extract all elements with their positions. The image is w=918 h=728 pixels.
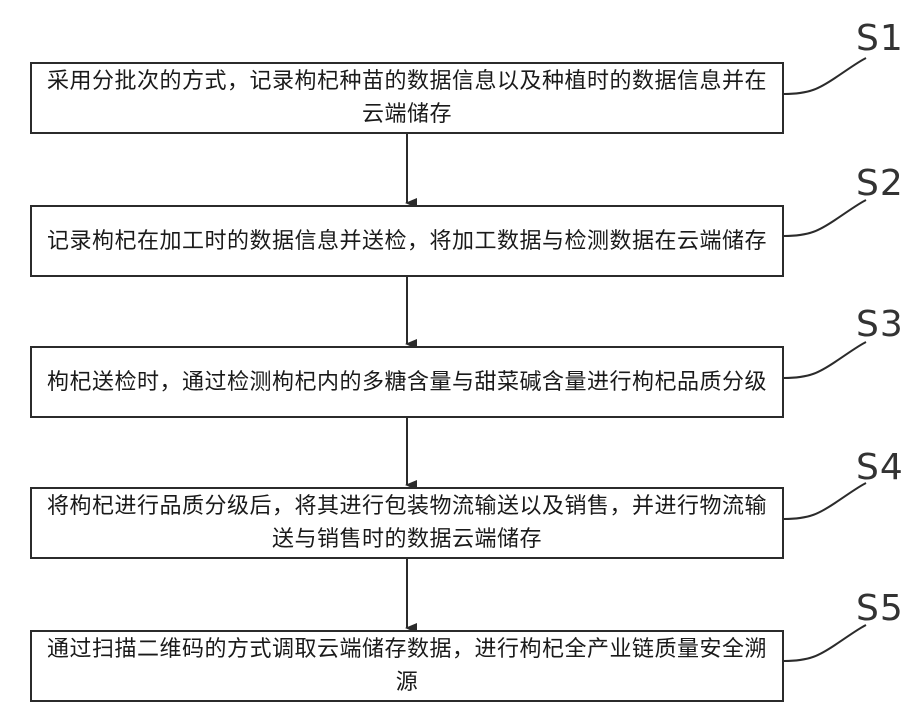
step-box-s4: 将枸杞进行品质分级后，将其进行包装物流输送以及销售，并进行物流输送与销售时的数据…	[30, 487, 784, 559]
step-label-s2: S2	[856, 163, 904, 204]
step-box-s2: 记录枸杞在加工时的数据信息并送检，将加工数据与检测数据在云端储存	[30, 205, 784, 277]
step-text-s3: 枸杞送检时，通过检测枸杞内的多糖含量与甜菜碱含量进行枸杞品质分级	[47, 366, 767, 399]
leader-line-s3	[784, 342, 866, 378]
leader-line-s4	[784, 483, 866, 519]
step-box-s3: 枸杞送检时，通过检测枸杞内的多糖含量与甜菜碱含量进行枸杞品质分级	[30, 346, 784, 418]
step-text-s2: 记录枸杞在加工时的数据信息并送检，将加工数据与检测数据在云端储存	[47, 225, 767, 258]
step-text-s1: 采用分批次的方式，记录枸杞种苗的数据信息以及种植时的数据信息并在云端储存	[46, 65, 768, 131]
leader-line-s2	[784, 200, 866, 236]
leader-line-s5	[784, 625, 866, 661]
step-box-s1: 采用分批次的方式，记录枸杞种苗的数据信息以及种植时的数据信息并在云端储存	[30, 62, 784, 134]
step-box-s5: 通过扫描二维码的方式调取云端储存数据，进行枸杞全产业链质量安全溯源	[30, 630, 784, 702]
step-label-s5: S5	[856, 588, 904, 629]
step-text-s4: 将枸杞进行品质分级后，将其进行包装物流输送以及销售，并进行物流输送与销售时的数据…	[46, 490, 768, 556]
step-text-s5: 通过扫描二维码的方式调取云端储存数据，进行枸杞全产业链质量安全溯源	[46, 633, 768, 699]
step-label-s1: S1	[856, 18, 904, 59]
leader-line-s1	[784, 58, 866, 94]
step-label-s3: S3	[856, 304, 904, 345]
step-label-s4: S4	[856, 447, 904, 488]
